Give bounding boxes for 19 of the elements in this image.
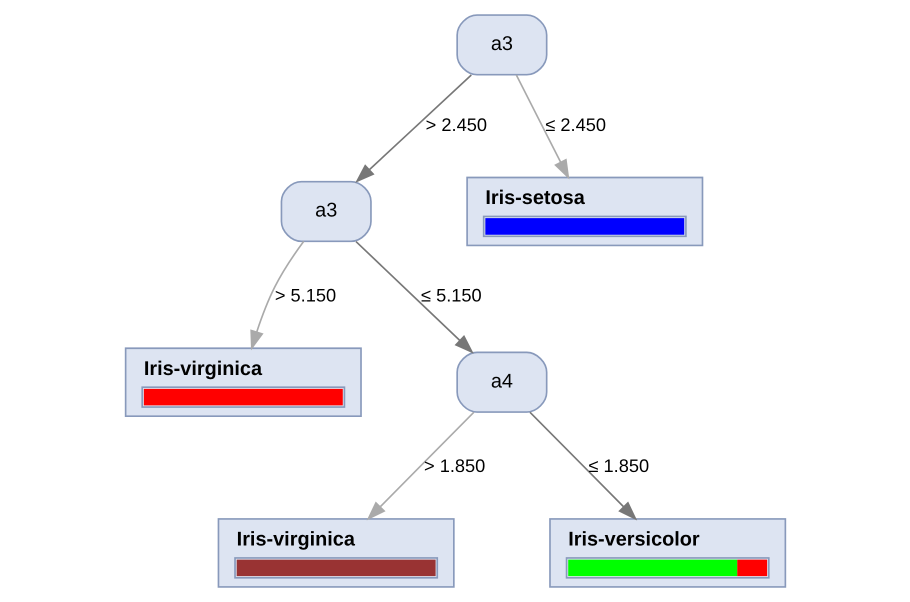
node-box: Iris-versicolor	[548, 518, 786, 588]
arrow	[528, 412, 637, 521]
arrow	[354, 74, 472, 183]
node-box: Iris-virginica	[217, 518, 454, 588]
node-box: a3	[280, 180, 372, 242]
edge-label: ≤ 2.450	[544, 114, 606, 135]
edge-label: ≤ 1.850	[588, 455, 649, 476]
edge-label: > 2.450	[425, 114, 486, 135]
node-box: Iris-virginica	[124, 347, 362, 418]
arrow	[354, 240, 474, 354]
arrow	[250, 240, 304, 350]
edge-label: > 1.850	[424, 455, 485, 476]
node-box: a4	[456, 352, 547, 413]
node-box: a3	[456, 14, 547, 76]
edge-label: ≤ 5.150	[420, 284, 482, 306]
node-box: Iris-setosa	[466, 176, 703, 246]
arrow	[366, 412, 474, 521]
arrow	[515, 74, 569, 180]
edge-label: > 5.150	[274, 284, 336, 306]
